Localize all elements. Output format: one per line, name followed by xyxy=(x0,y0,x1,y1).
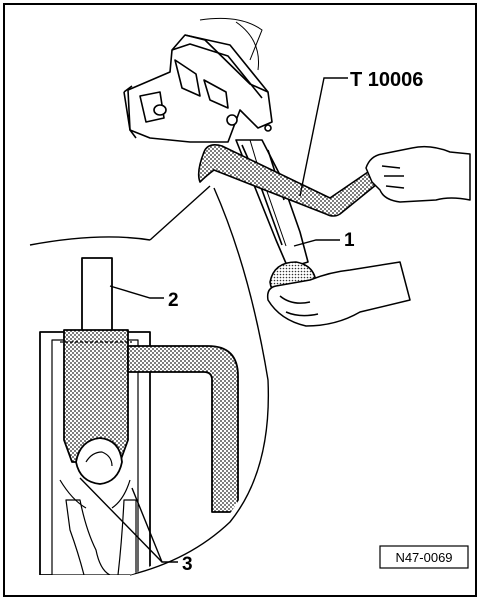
leader-part2 xyxy=(109,285,164,299)
upper-hand xyxy=(365,145,471,203)
reference-code-box xyxy=(379,545,469,569)
reference-code: N47-0069 xyxy=(395,550,452,565)
detail-view xyxy=(39,257,239,576)
shaft xyxy=(81,257,113,339)
detail-callout-outline xyxy=(29,185,270,576)
label-part3: 3 xyxy=(182,554,193,575)
leader-part3b xyxy=(131,487,163,563)
leader-lines xyxy=(79,77,348,563)
pedal-bracket xyxy=(123,34,273,143)
leader-tool xyxy=(299,77,348,197)
label-tool: T 10006 xyxy=(350,69,423,91)
tool-rod xyxy=(197,144,383,217)
leader-part1 xyxy=(293,239,340,247)
label-part2: 2 xyxy=(168,290,179,311)
figure-frame xyxy=(3,3,477,597)
label-part1: 1 xyxy=(344,230,355,251)
lower-hand xyxy=(266,261,411,327)
background-context xyxy=(199,17,263,71)
